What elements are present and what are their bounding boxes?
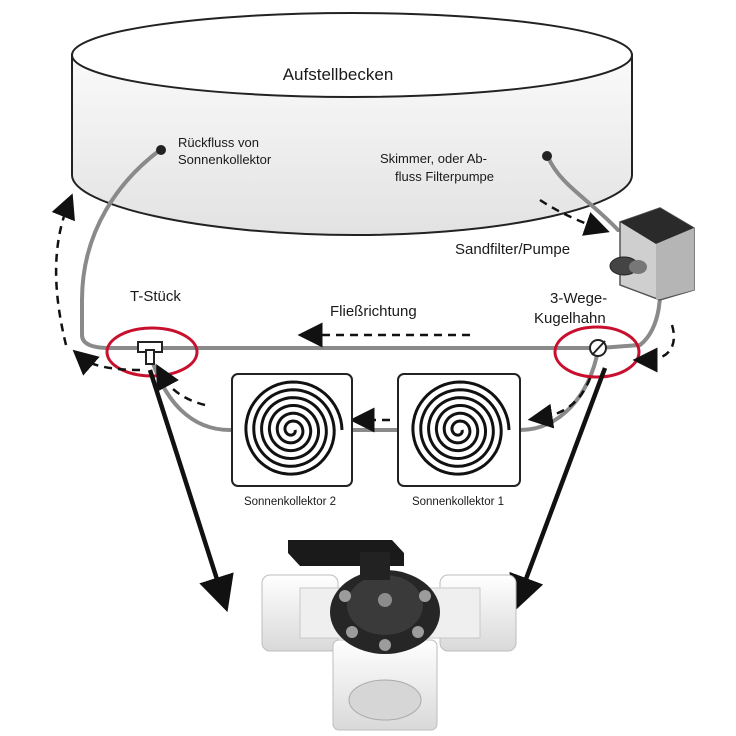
skimmer-outlet-dot [542,151,552,161]
skimmer-label-line1: Skimmer, oder Ab- [380,151,487,166]
return-inlet-dot [156,145,166,155]
three-way-valve-icon [589,339,607,357]
return-label-line2: Sonnenkollektor [178,152,272,167]
skimmer-label-line2: fluss Filterpumpe [395,169,494,184]
collector-1 [397,373,521,487]
spiral-collector-icon [411,380,511,476]
flow-direction-label: Fließrichtung [330,303,417,320]
three-way-ball-valve-photo [261,540,517,731]
collector-2-label: Sonnenkollektor 2 [244,496,336,508]
return-label-line1: Rückfluss von [178,135,259,150]
collector-2 [231,373,353,487]
pool-label: Aufstellbecken [283,65,394,84]
pool [71,12,633,237]
t-fitting-icon [137,341,163,365]
t-piece-label: T-Stück [130,288,181,305]
spiral-collector-icon [244,380,344,476]
flow-arrows [51,193,676,433]
collector-1-label: Sonnenkollektor 1 [412,496,504,508]
filter-pump-label: Sandfilter/Pumpe [455,241,570,258]
pointer-arrows [147,367,608,613]
valve-label-line2: Kugelhahn [534,310,606,327]
sandfilter-pump-icon [609,207,695,301]
valve-label-line1: 3-Wege- [550,290,607,307]
